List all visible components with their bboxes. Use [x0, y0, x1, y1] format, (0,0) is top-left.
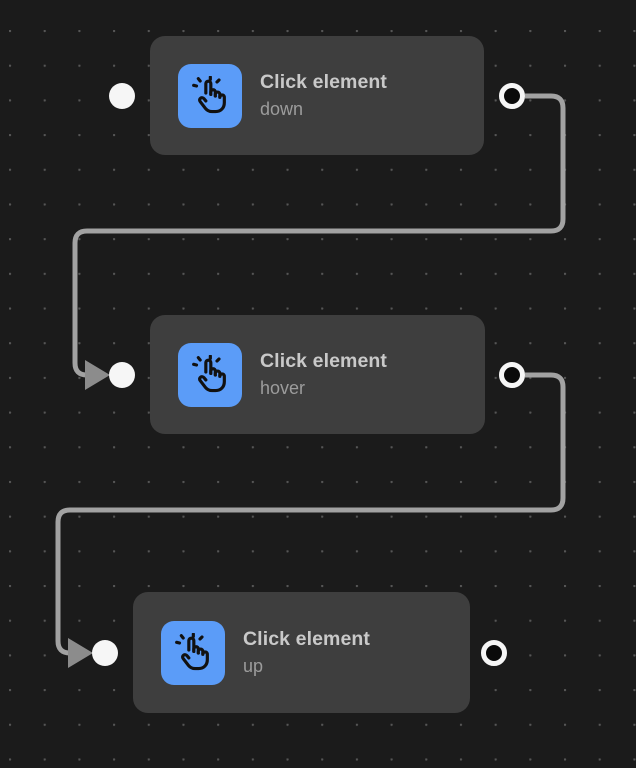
node-click-down-input-port[interactable]: [109, 83, 135, 109]
node-text: Click element up: [243, 627, 370, 678]
node-click-up[interactable]: Click element up: [133, 592, 470, 713]
node-title: Click element: [243, 628, 371, 650]
edge-arrowhead-hover: [85, 360, 110, 390]
click-hand-icon: [161, 620, 225, 685]
node-click-hover-output-port[interactable]: [499, 362, 525, 388]
edge-arrowhead-up: [68, 638, 93, 668]
click-hand-icon: [178, 63, 242, 128]
node-click-hover[interactable]: Click element hover: [150, 315, 485, 434]
node-title: Click element: [260, 350, 388, 372]
node-subtitle: hover: [260, 378, 306, 398]
node-click-up-input-port[interactable]: [92, 640, 118, 666]
node-text: Click element down: [260, 70, 387, 121]
click-hand-icon: [178, 342, 242, 407]
node-subtitle: down: [260, 99, 304, 119]
node-text: Click element hover: [260, 349, 387, 400]
node-click-down[interactable]: Click element down: [150, 36, 484, 155]
node-subtitle: up: [243, 656, 264, 676]
node-title: Click element: [260, 71, 388, 93]
node-click-down-output-port[interactable]: [499, 83, 525, 109]
node-click-hover-input-port[interactable]: [109, 362, 135, 388]
node-click-up-output-port[interactable]: [481, 640, 507, 666]
